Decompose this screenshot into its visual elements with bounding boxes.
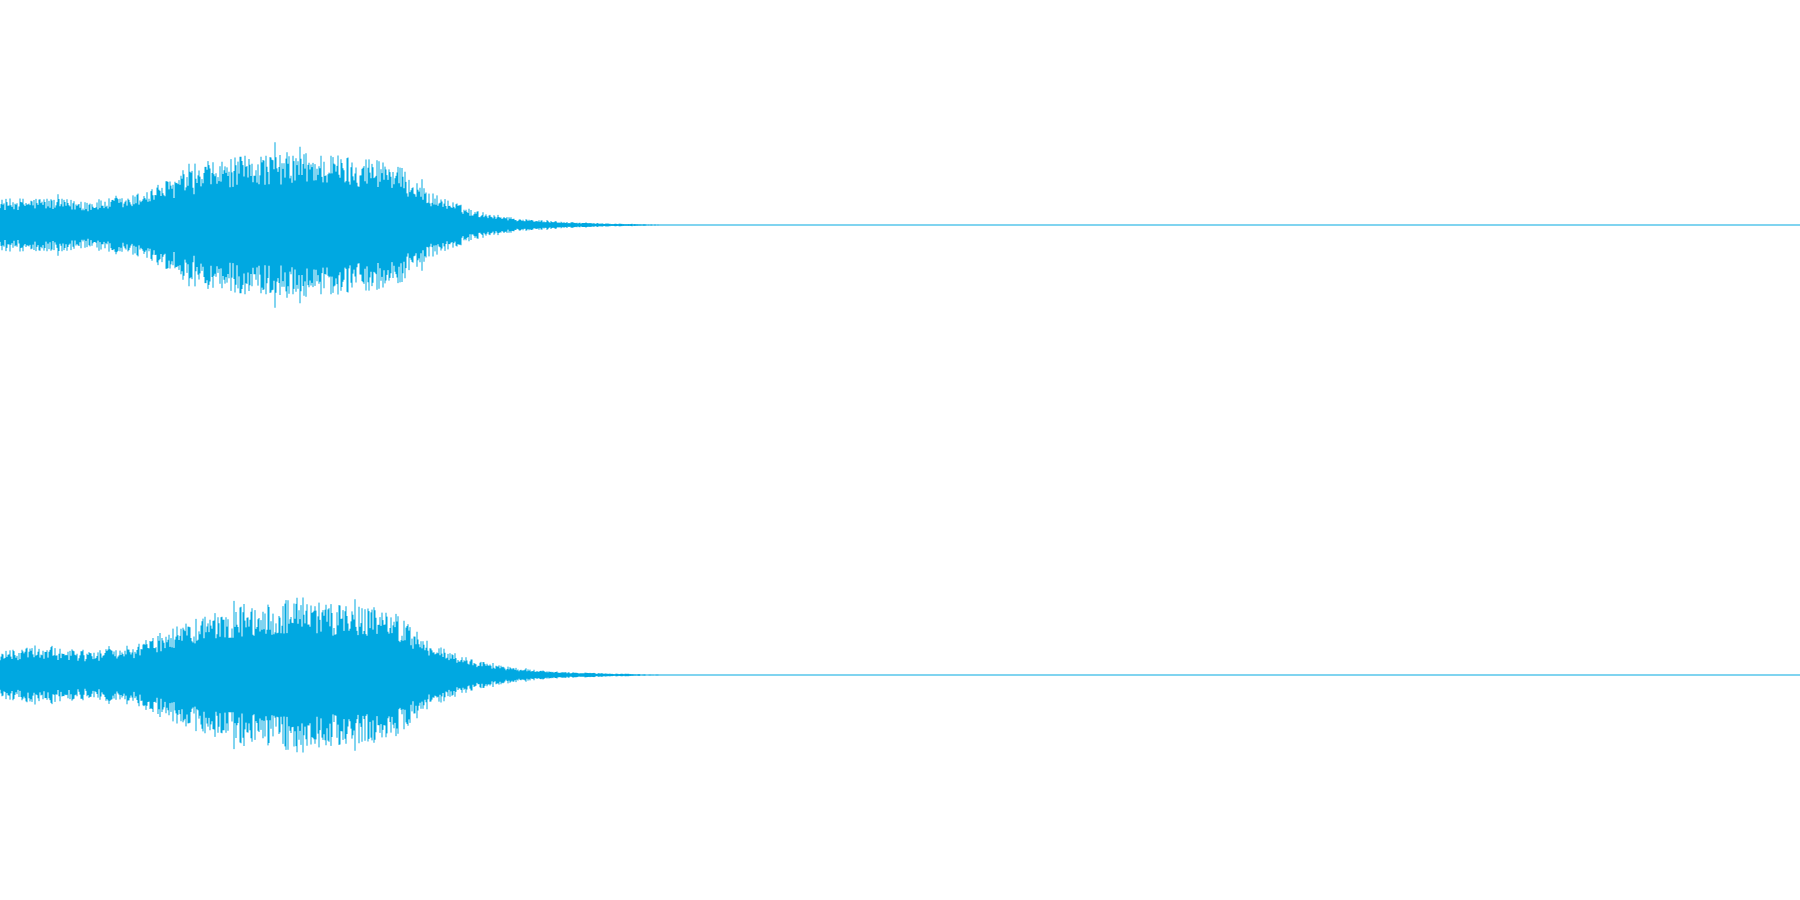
waveform-channel-1 [0,142,1800,308]
waveform-signal [0,142,690,308]
waveform-signal [0,597,690,753]
waveform-channel-2 [0,597,1800,753]
